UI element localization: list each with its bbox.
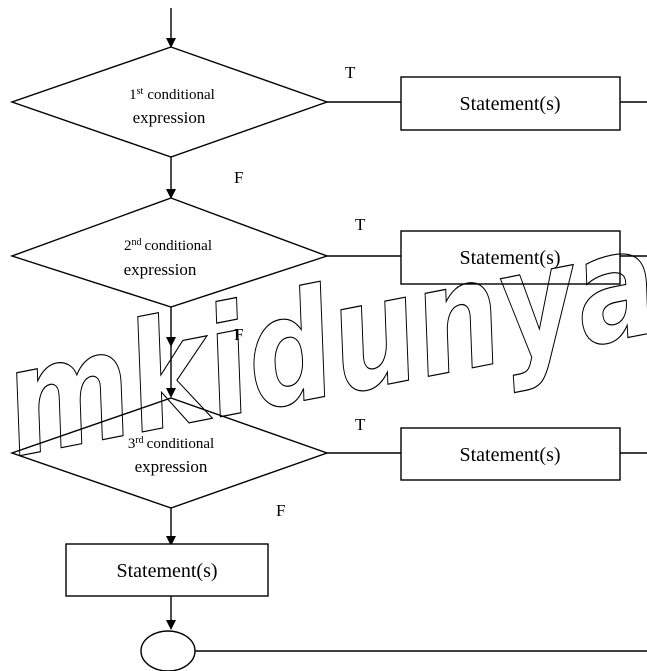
decision-2-line2: expression	[124, 260, 197, 279]
branch-2-statement-label: Statement(s)	[459, 247, 560, 269]
false-label-3: F	[276, 501, 285, 520]
else-statement-box	[65, 543, 269, 597]
true-label-3: T	[355, 415, 366, 434]
decision-3-diamond	[9, 397, 330, 509]
true-label-2: T	[355, 215, 366, 234]
branch-2-statement-box	[400, 230, 621, 285]
branch-1-statement-box	[400, 76, 621, 131]
decision-1-diamond	[9, 46, 330, 158]
true-label-1: T	[345, 63, 356, 82]
decision-2-diamond	[9, 197, 330, 308]
branch-3-statement-label: Statement(s)	[459, 444, 560, 466]
decision-3-line2: expression	[135, 457, 208, 476]
false-label-2: F	[234, 325, 243, 344]
decision-1-line2: expression	[133, 108, 206, 127]
false-label-1: F	[234, 168, 243, 187]
branch-3-statement-box	[400, 427, 621, 481]
else-statement-label: Statement(s)	[116, 560, 217, 582]
end-connector	[140, 630, 196, 671]
branch-1-statement-label: Statement(s)	[459, 93, 560, 115]
